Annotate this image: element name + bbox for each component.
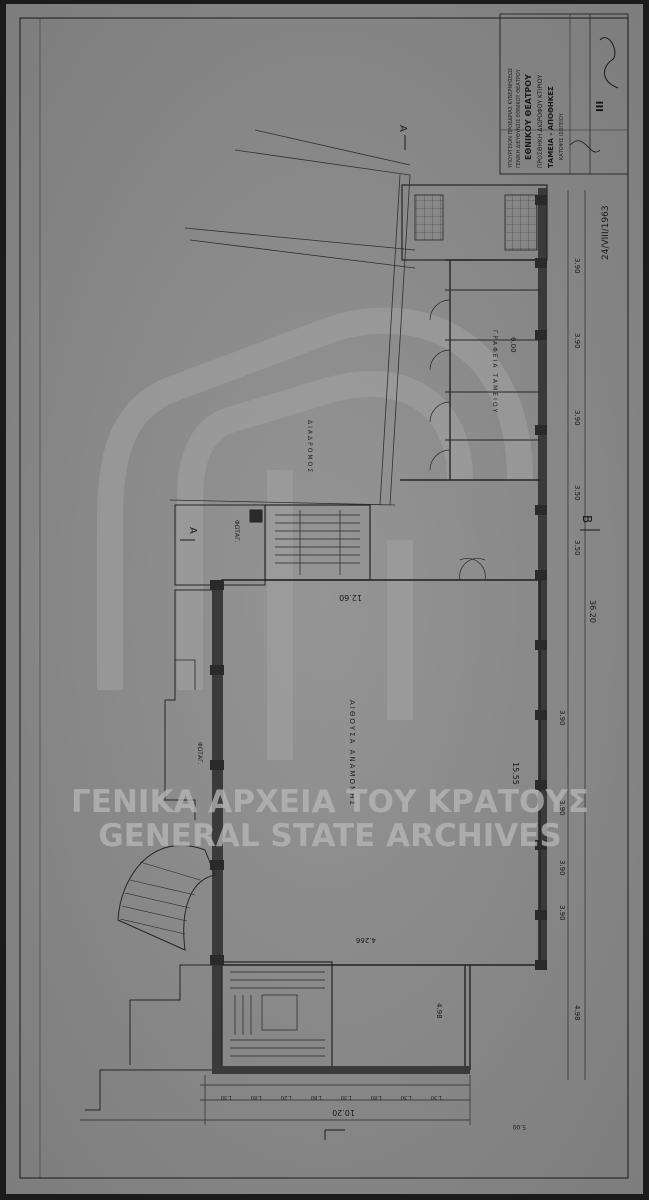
title-line-1: ΥΠΟΥΡΓΕΙΟΝ ΠΡΟΕΔΡΙΑΣ ΚΥΒΕΡΝΗΣΕΩΣ bbox=[508, 68, 514, 169]
sheet-number: III bbox=[595, 101, 606, 112]
section-mark-b: B bbox=[580, 515, 600, 531]
dim-bottom-total: 10.20 bbox=[332, 1108, 355, 1117]
building-plan bbox=[85, 184, 548, 1111]
left-wall bbox=[212, 580, 222, 1070]
dim-bottom-small: 5.00 bbox=[512, 1123, 526, 1130]
stair-treads-upper bbox=[275, 510, 360, 575]
watermark-line-2: GENERAL STATE ARCHIVES bbox=[98, 818, 562, 854]
dim-bottom-seg-3: 1.20 bbox=[281, 1094, 292, 1100]
svg-text:A: A bbox=[187, 527, 198, 534]
dim-bottom-seg-5: 1.30 bbox=[341, 1094, 352, 1100]
label-offices: ΓΡΑΦΕΙΑ ΤΑΜΕΙΟΥ bbox=[491, 330, 498, 414]
title-block: ΥΠΟΥΡΓΕΙΟΝ ΠΡΟΕΔΡΙΑΣ ΚΥΒΕΡΝΗΣΕΩΣ ΓΕΝΙΚΗ … bbox=[499, 13, 629, 175]
svg-text:A: A bbox=[397, 125, 408, 132]
dim-total-right: 36.20 bbox=[588, 600, 597, 623]
curved-staircase bbox=[117, 844, 216, 951]
signature bbox=[599, 37, 619, 89]
dim-interior-1: 12.60 bbox=[339, 593, 362, 602]
dim-bay-9: 3.90 bbox=[558, 905, 566, 921]
dim-bottom-seg-7: 1.30 bbox=[401, 1094, 412, 1100]
dim-bottom-seg-8: 1.30 bbox=[431, 1094, 442, 1100]
stair-treads-lower bbox=[230, 971, 325, 1057]
section-mark-a-left: A bbox=[180, 527, 198, 541]
dim-bay-6: 3.90 bbox=[558, 710, 566, 726]
label-light-well-1: ΦΩΤΑΓ. bbox=[233, 520, 240, 542]
dim-bottom-seg-4: 1.80 bbox=[311, 1094, 322, 1100]
dim-bay-2: 3.90 bbox=[573, 333, 581, 349]
dim-bottom-right: 4.98 bbox=[573, 1005, 581, 1021]
dim-bay-8: 3.90 bbox=[558, 860, 566, 876]
title-line-6: ΚΑΤΟΨΙΣ ΙΣΟΓΕΙΟΥ bbox=[559, 112, 565, 160]
label-light-well-2: ΦΩΤΑΓ. bbox=[196, 742, 203, 764]
signature-2 bbox=[569, 140, 601, 153]
watermark-line-1: ΓΕΝΙΚΑ ΑΡΧΕΙΑ ΤΟΥ ΚΡΑΤΟΥΣ bbox=[71, 784, 589, 820]
label-corridor: ΔΙΑΔΡΟΜΟΣ bbox=[306, 420, 313, 474]
title-line-2: ΓΕΝΙΚΗ ΔΙΕΥΘΥΝΣΙΣ ΕΘΝΙΚΟΥ ΘΕΑΤΡΟΥ bbox=[516, 68, 522, 168]
dim-interior-5: 6.00 bbox=[509, 337, 517, 353]
title-line-4: ΠΡΟΣΘΗΚΗ ΔΙΩΡΟΦΟΥ ΚΤΙΡΙΟΥ bbox=[537, 74, 544, 168]
site-context-lines bbox=[169, 129, 416, 506]
label-foyer: ΑΙΘΟΥΣΑ ΑΝΑΜΟΝΗΣ bbox=[348, 700, 356, 807]
dim-interior-3: 4.266 bbox=[355, 936, 376, 944]
dim-bay-1: 3.90 bbox=[573, 258, 581, 274]
dim-bay-5: 3.50 bbox=[573, 540, 581, 556]
dimension-lines bbox=[80, 190, 586, 1125]
wc-tiled-area bbox=[414, 194, 444, 241]
dim-bottom-seg-2: 1.80 bbox=[251, 1094, 262, 1100]
wc-tiled-area-2 bbox=[504, 194, 538, 251]
dim-bay-3: 3.90 bbox=[573, 410, 581, 426]
title-line-3: ΕΘΝΙΚΟΥ ΘΕΑΤΡΟΥ bbox=[524, 74, 533, 160]
dim-bay-7: 3.90 bbox=[558, 800, 566, 816]
bottom-wall bbox=[212, 1066, 470, 1074]
dim-bottom-seg-1: 1.30 bbox=[221, 1094, 232, 1100]
dim-bay-4: 3.50 bbox=[573, 485, 581, 501]
drawing-frame bbox=[19, 17, 629, 1179]
dim-interior-4: 4.98 bbox=[435, 1003, 443, 1019]
archive-emblem bbox=[97, 307, 533, 760]
title-line-5: ΤΑΜΕΙΑ - ΑΠΟΘΗΚΕΣ bbox=[547, 86, 555, 168]
columns bbox=[210, 195, 547, 970]
date-stamp: 24/VIII/1963 bbox=[601, 205, 611, 260]
section-mark-a-bottom bbox=[324, 1129, 345, 1140]
section-mark-a-top: A bbox=[397, 125, 408, 150]
dim-bottom-seg-6: 1.80 bbox=[371, 1094, 382, 1100]
dim-interior-2: 15.55 bbox=[511, 762, 520, 785]
svg-text:B: B bbox=[580, 515, 594, 523]
